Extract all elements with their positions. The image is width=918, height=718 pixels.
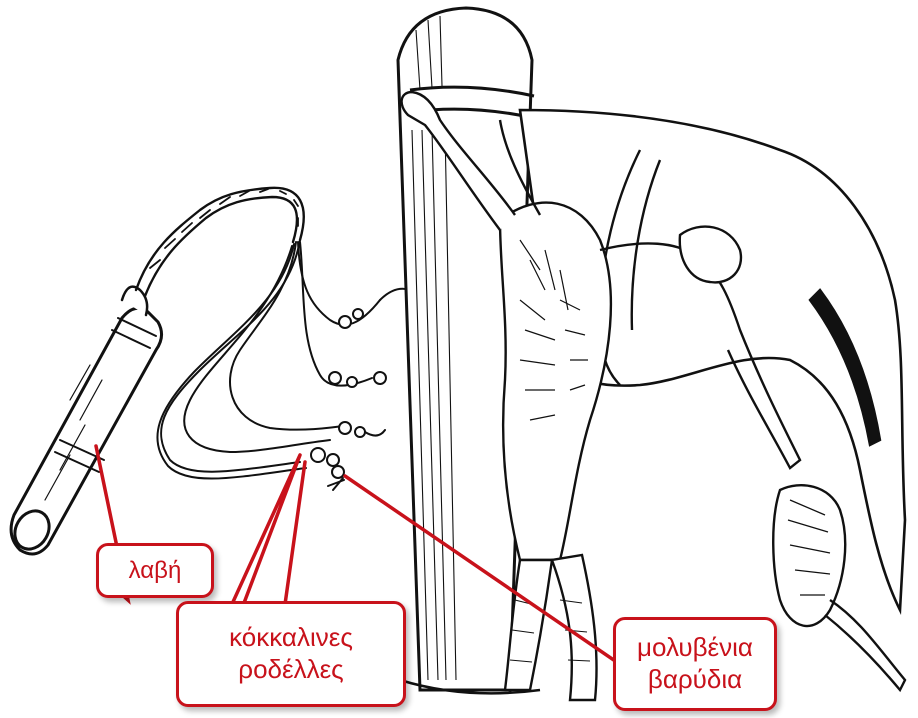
handle-label: λαβή [96,543,214,598]
handle-label-text: λαβή [129,556,182,585]
whip-handle [8,287,161,556]
bone-rondels-label: κόκκαλινες ροδέλλες [176,601,406,707]
bone-rondels-line2: ροδέλλες [238,654,343,686]
bone-rondels-line1: κόκκαλινες [229,622,353,654]
lead-weights-line1: μολυβένια [637,632,753,664]
lead-weights-label: μολυβένια βαρύδια [613,617,777,711]
whip-thongs [157,240,380,479]
whip-weights [311,289,410,490]
lead-weights-line2: βαρύδια [648,664,742,696]
whip-illustration [8,188,410,555]
